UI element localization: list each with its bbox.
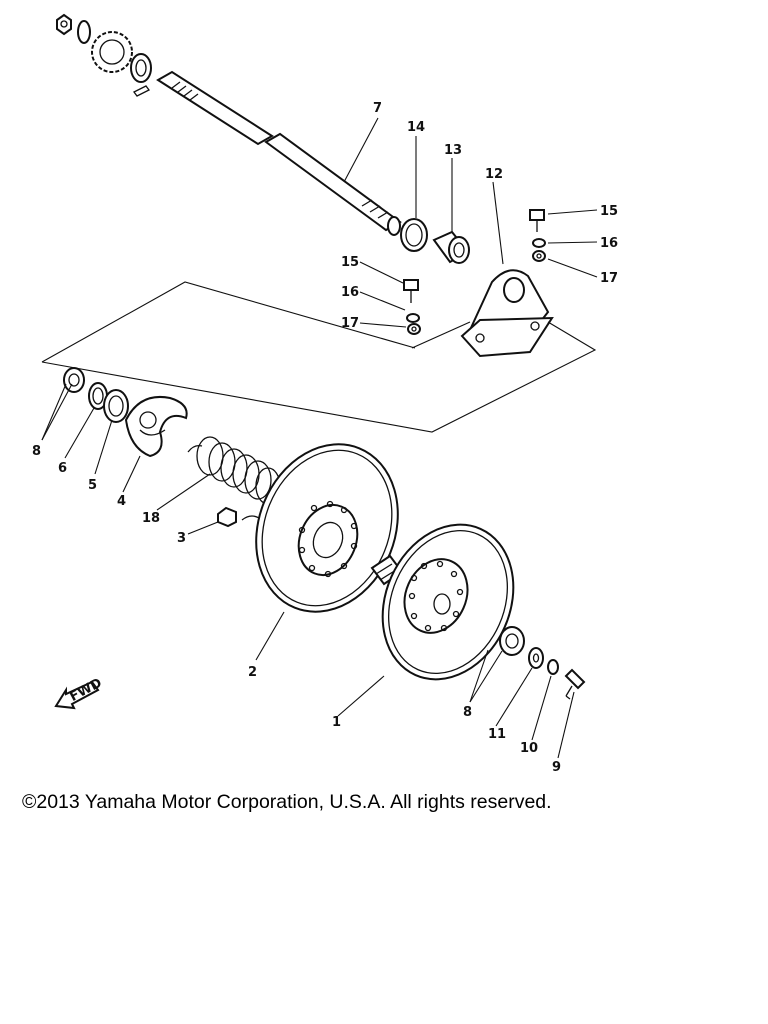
callout-13: 13	[444, 143, 462, 158]
callout-7: 7	[373, 101, 382, 116]
secondary-shaft	[156, 70, 402, 236]
bearing	[432, 230, 470, 264]
callout-labels: 7 14 13 12 15 16 17 15 16 17 8 6 5 4 18 …	[32, 101, 618, 775]
callout-16-middle: 16	[341, 285, 359, 300]
callout-4: 4	[117, 494, 126, 509]
callout-18: 18	[142, 511, 160, 526]
fwd-label: FWD	[67, 676, 104, 705]
bolt-set-middle	[403, 279, 421, 335]
callout-10: 10	[520, 741, 538, 756]
sprocket-assembly	[56, 13, 152, 97]
callout-5: 5	[88, 478, 97, 493]
oil-seal	[400, 218, 428, 252]
callout-8-right: 8	[463, 705, 472, 720]
callout-1: 1	[332, 715, 341, 730]
callout-2: 2	[248, 665, 257, 680]
bolt-set-right	[529, 209, 546, 262]
callout-6: 6	[58, 461, 67, 476]
spring-seat	[217, 506, 263, 528]
callout-8-left: 8	[32, 444, 41, 459]
copyright-notice: ©2013 Yamaha Motor Corporation, U.S.A. A…	[22, 791, 552, 813]
cam	[124, 396, 188, 458]
nut-left	[63, 367, 85, 393]
callout-16-right: 16	[600, 236, 618, 251]
fwd-arrow-icon: FWD	[54, 676, 105, 710]
callout-15-middle: 15	[341, 255, 359, 270]
spring	[187, 436, 281, 505]
fixed-sheave	[370, 523, 515, 681]
parts-diagram: FWD 7 14 13 12 15 16 17 15 16 17 8 6 5 4…	[32, 13, 618, 775]
callout-14: 14	[407, 120, 425, 135]
secondary-sheave	[255, 443, 399, 613]
callout-9: 9	[552, 760, 561, 775]
assembly-outline	[41, 281, 597, 433]
callout-17-right: 17	[600, 271, 618, 286]
callout-11: 11	[488, 727, 506, 742]
callout-17-middle: 17	[341, 316, 359, 331]
callout-15-right: 15	[600, 204, 618, 219]
washer-right	[528, 647, 544, 669]
callout-12: 12	[485, 167, 503, 182]
bearing-holder	[460, 269, 554, 358]
callout-3: 3	[177, 531, 186, 546]
nut-right	[499, 626, 525, 656]
bolt-right	[564, 668, 586, 700]
spring-washer-right	[547, 659, 559, 675]
leader-lines	[41, 117, 598, 759]
spacer-left	[103, 389, 129, 423]
